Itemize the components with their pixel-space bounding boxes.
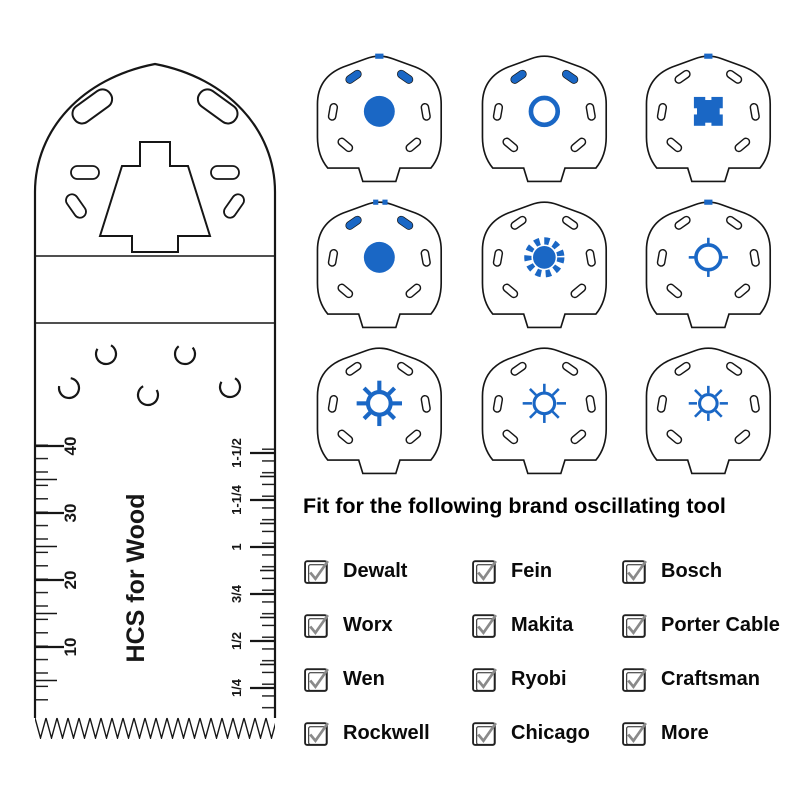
brand-item: Rockwell [303,706,471,760]
checkbox-icon [304,559,329,584]
brand-item: Ryobi [471,652,621,706]
checkbox-icon [472,613,497,638]
star-spoke-mount-small-icon [645,347,772,475]
svg-text:3/4: 3/4 [229,584,244,603]
brand-label: Dewalt [343,559,408,582]
svg-text:10: 10 [61,638,80,657]
brand-label: Rockwell [343,721,430,744]
brand-item: Wen [303,652,471,706]
brand-item: Craftsman [621,652,797,706]
brand-label: Ryobi [511,667,567,690]
brand-label: Chicago [511,721,590,744]
brand-item: Bosch [621,544,797,598]
brand-item: Porter Cable [621,598,797,652]
svg-text:1: 1 [229,543,244,550]
brand-item: More [621,706,797,760]
ruler-inch-scale: 1-1/2 1-1/4 1 3/4 1/2 1/4 [229,438,275,710]
checkbox-icon [472,721,497,746]
compat-heading: Fit for the following brand oscillating … [303,494,726,518]
brand-item: Fein [471,544,621,598]
brand-label: Fein [511,559,553,582]
star-spoke-mount-medium-icon [481,347,607,475]
svg-text:40: 40 [61,437,80,456]
checkbox-icon [472,667,497,692]
brand-label: Wen [343,667,385,690]
checkbox-icon [622,667,647,692]
brand-item: Dewalt [303,544,471,598]
checkbox-icon [304,613,329,638]
checkbox-icon [304,667,329,692]
checkbox-icon [622,613,647,638]
brand-item: Chicago [471,706,621,760]
brand-label: Worx [343,613,393,636]
svg-text:30: 30 [61,504,80,523]
checkbox-icon [304,721,329,746]
saw-blade-illustration: 40 30 20 10 1-1/2 1- [33,62,277,740]
universal-mount-cutouts [65,88,245,253]
checkbox-icon [472,559,497,584]
round-bore-mount-icon [316,199,443,329]
snap-ring-icons [57,342,242,407]
ring-spoke-mount-icon [645,199,772,329]
brand-label: Bosch [661,559,723,582]
brand-label: Porter Cable [661,613,780,636]
blade-material-label: HCS for Wood [122,494,150,663]
universal-round-bore-mount-icon [316,53,443,183]
star-spoke-mount-large-icon [316,347,443,475]
brand-label: More [661,721,709,744]
svg-text:20: 20 [61,571,80,590]
checkbox-icon [622,721,647,746]
square-bore-mount-icon [645,53,772,183]
svg-text:1-1/4: 1-1/4 [229,484,244,514]
gear-bore-mount-icon [481,201,607,329]
svg-text:1-1/2: 1-1/2 [229,438,244,468]
blade-teeth [35,717,275,740]
brand-item: Worx [303,598,471,652]
brand-item: Makita [471,598,621,652]
svg-text:1/2: 1/2 [229,632,244,650]
adapter-grid [302,46,786,478]
brand-list: Dewalt Worx Wen Rockwell Fein Makita Ryo… [303,544,797,760]
blade-outline [33,62,277,718]
brand-label: Makita [511,613,574,636]
checkbox-icon [622,559,647,584]
brand-label: Craftsman [661,667,760,690]
open-ring-mount-icon [481,55,607,183]
ruler-mm-scale: 40 30 20 10 [35,437,80,712]
svg-text:1/4: 1/4 [229,678,244,697]
